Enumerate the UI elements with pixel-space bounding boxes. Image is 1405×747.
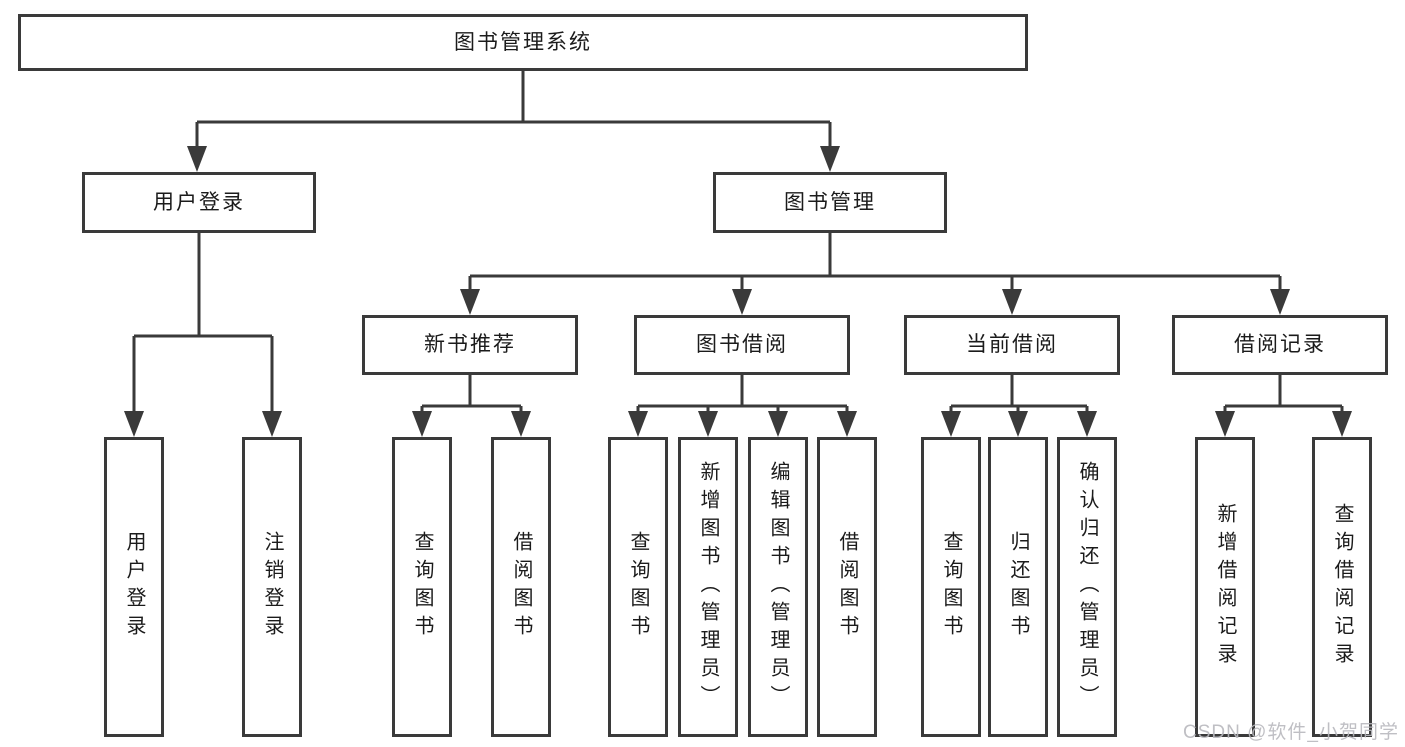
node-book-management: 图书管理: [713, 172, 947, 233]
node-borrow-records: 借阅记录: [1172, 315, 1388, 375]
leaf-nb-borrow-books: 借阅图书: [491, 437, 551, 737]
node-user-login: 用户登录: [82, 172, 316, 233]
node-book-borrow: 图书借阅: [634, 315, 850, 375]
leaf-logout: 注销登录: [242, 437, 302, 737]
connector-book-borrow-split: [628, 375, 857, 437]
connector-current-borrow-split: [941, 375, 1097, 437]
leaf-bb-borrow-books: 借阅图书: [817, 437, 877, 737]
leaf-cb-return-books: 归还图书: [988, 437, 1048, 737]
leaf-cb-query-books: 查询图书: [921, 437, 981, 737]
connector-borrow-records-split: [1215, 375, 1352, 437]
node-current-borrow: 当前借阅: [904, 315, 1120, 375]
connector-book-management-split: [460, 233, 1290, 315]
leaf-bb-query-books: 查询图书: [608, 437, 668, 737]
leaf-cb-confirm-return-admin: 确认归还（管理员）: [1057, 437, 1117, 737]
connector-root-split: [187, 70, 840, 172]
leaf-br-add-record: 新增借阅记录: [1195, 437, 1255, 737]
connector-new-book-split: [412, 375, 531, 437]
node-root: 图书管理系统: [18, 14, 1028, 71]
leaf-user-login: 用户登录: [104, 437, 164, 737]
watermark: CSDN @软件_小贺同学: [1183, 722, 1399, 743]
leaf-bb-edit-books-admin: 编辑图书（管理员）: [748, 437, 808, 737]
leaf-br-query-record: 查询借阅记录: [1312, 437, 1372, 737]
leaf-nb-query-books: 查询图书: [392, 437, 452, 737]
node-new-book-recommend: 新书推荐: [362, 315, 578, 375]
leaf-bb-add-books-admin: 新增图书（管理员）: [678, 437, 738, 737]
connector-user-login-split: [124, 233, 282, 437]
